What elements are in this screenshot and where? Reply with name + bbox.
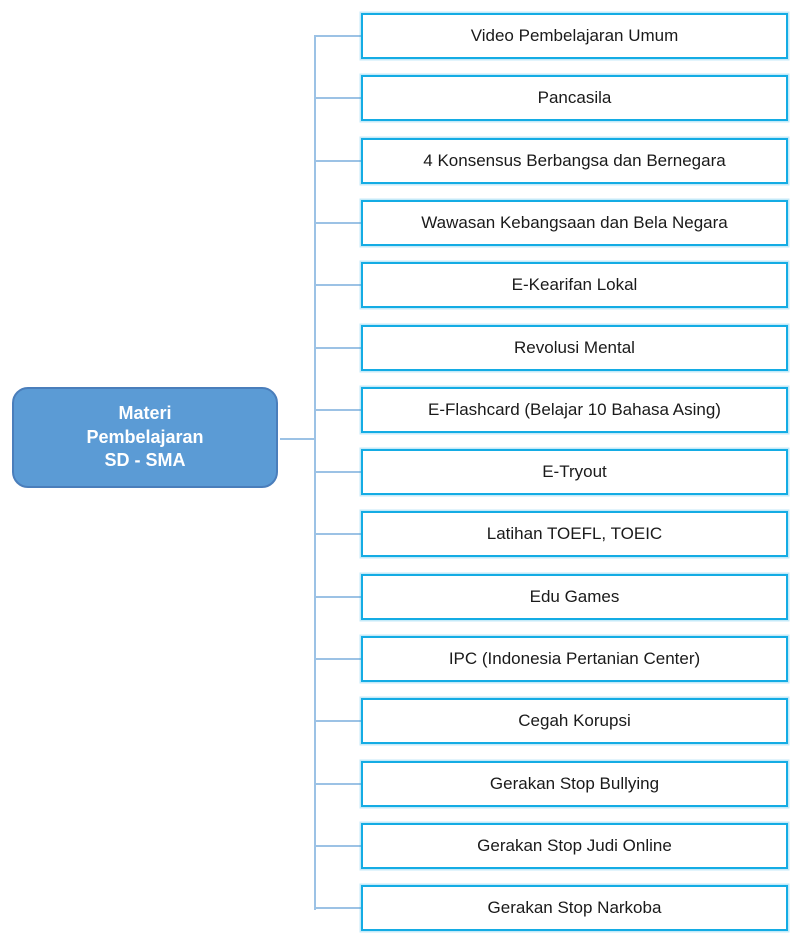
connector-branch-line	[314, 284, 361, 287]
root-node-materi-pembelajaran: Materi Pembelajaran SD - SMA	[12, 387, 278, 488]
child-node-label: Wawasan Kebangsaan dan Bela Negara	[421, 212, 728, 232]
connector-branch-line	[314, 35, 361, 37]
connector-branch-line	[314, 221, 361, 224]
child-node-10: IPC (Indonesia Pertanian Center)	[361, 636, 788, 682]
connector-branch-line	[314, 159, 361, 162]
child-node-6: E-Flashcard (Belajar 10 Bahasa Asing)	[361, 386, 788, 433]
connector-branch-line	[314, 658, 361, 660]
root-node-label-line-3: SD - SMA	[104, 450, 186, 471]
child-node-label: Revolusi Mental	[514, 337, 635, 357]
child-node-8: Latihan TOEFL, TOEIC	[361, 511, 788, 558]
child-node-14: Gerakan Stop Narkoba	[361, 885, 788, 932]
child-node-11: Cegah Korupsi	[361, 698, 788, 745]
child-node-label: 4 Konsensus Berbangsa dan Bernegara	[423, 150, 726, 170]
connector-branch-line	[314, 907, 361, 910]
child-node-3: Wawasan Kebangsaan dan Bela Negara	[361, 199, 788, 246]
child-node-1: Pancasila	[361, 75, 788, 122]
child-node-2: 4 Konsensus Berbangsa dan Bernegara	[361, 137, 788, 184]
child-node-label: E-Kearifan Lokal	[511, 275, 638, 295]
child-node-label: IPC (Indonesia Pertanian Center)	[448, 649, 701, 668]
connector-branch-line	[314, 533, 361, 536]
child-node-label: Gerakan Stop Judi Online	[477, 835, 672, 855]
child-node-7: E-Tryout	[361, 449, 788, 496]
root-node-label-line-2: Pembelajaran	[86, 426, 204, 447]
child-node-5: Revolusi Mental	[361, 324, 788, 371]
connector-branch-line	[314, 471, 361, 474]
child-node-13: Gerakan Stop Judi Online	[361, 822, 788, 869]
child-node-4: E-Kearifan Lokal	[361, 262, 788, 309]
child-node-label: Pancasila	[537, 88, 612, 108]
connector-branch-line	[314, 97, 361, 100]
child-node-label: Gerakan Stop Narkoba	[487, 898, 662, 918]
connector-branch-line	[314, 595, 361, 598]
child-node-label: Video Pembelajaran Umum	[470, 26, 679, 45]
child-node-label: Gerakan Stop Bullying	[489, 773, 660, 793]
connector-branch-line	[314, 782, 361, 785]
child-node-9: Edu Games	[361, 573, 788, 620]
connector-branch-line	[314, 844, 361, 847]
child-node-label: E-Flashcard (Belajar 10 Bahasa Asing)	[428, 399, 721, 419]
child-node-label: Latihan TOEFL, TOEIC	[486, 524, 663, 544]
connector-branch-line	[314, 720, 361, 723]
root-node-label-line-1: Materi	[118, 403, 172, 424]
child-node-0: Video Pembelajaran Umum	[361, 13, 788, 59]
child-node-label: Cegah Korupsi	[518, 711, 631, 731]
child-node-label: Edu Games	[529, 586, 620, 606]
child-node-12: Gerakan Stop Bullying	[361, 760, 788, 807]
child-node-label: E-Tryout	[542, 462, 607, 482]
connector-branch-line	[314, 408, 361, 411]
connector-branch-line	[314, 346, 361, 349]
connector-root-link-line	[280, 438, 316, 440]
